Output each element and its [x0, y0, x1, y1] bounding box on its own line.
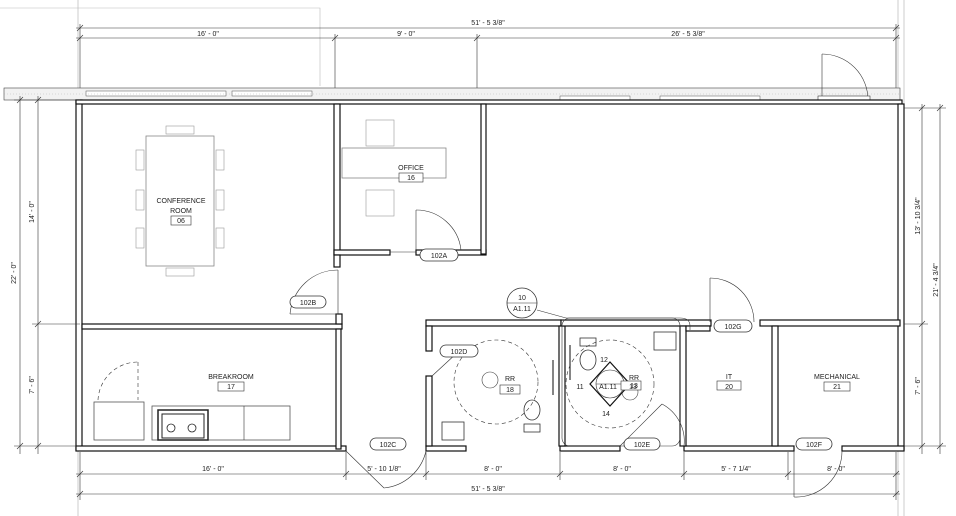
interior-elevation-marker [589, 361, 631, 407]
top-dimension-strings [76, 24, 900, 88]
dim-top-seg3: 26' - 5 3/8" [671, 31, 705, 38]
room-name-mechanical: MECHANICAL [814, 374, 860, 381]
room-number-breakroom: 17 [227, 384, 235, 391]
section-callout [506, 287, 691, 447]
room-number-rr1: 18 [506, 387, 514, 394]
dim-right-lower: 7' - 6" [915, 377, 922, 395]
left-dimension-strings [14, 96, 80, 454]
room-name-rr2: RR [629, 375, 639, 382]
room-number-boxes [170, 172, 851, 395]
dim-bottom-seg3: 8' - 0" [484, 466, 502, 473]
room-name-breakroom: BREAKROOM [208, 374, 254, 381]
conference-table [135, 125, 225, 277]
room-number-office: 16 [407, 175, 415, 182]
dim-left-overall: 22' - 0" [11, 262, 18, 284]
elevation-marker-n: 12 [600, 357, 608, 364]
dim-top-seg2: 9' - 0" [397, 31, 415, 38]
room-number-mechanical: 21 [833, 384, 841, 391]
dim-top-overall: 51' - 5 3/8" [471, 20, 505, 27]
office-walls [333, 103, 487, 268]
door-tag-102b: 102B [300, 300, 317, 307]
dim-bottom-seg5: 5' - 7 1/4" [721, 466, 751, 473]
door-tag-102c: 102C [380, 442, 397, 449]
room-number-it: 20 [725, 384, 733, 391]
elevation-marker-s: 14 [602, 411, 610, 418]
right-dimension-strings [904, 104, 946, 454]
room-number-rr2: 13 [630, 383, 638, 390]
office-desk [341, 119, 447, 217]
door-tag-102a: 102A [431, 253, 448, 260]
elevation-marker-e: 13 [629, 384, 637, 391]
dim-top-seg1: 16' - 0" [197, 31, 219, 38]
door-tag-102g: 102G [724, 324, 741, 331]
dim-bottom-seg6: 8' - 0" [827, 466, 845, 473]
elevation-marker-sheet: A1.11 [599, 384, 617, 391]
dim-left-upper: 14' - 0" [29, 201, 36, 223]
breakroom-counter [93, 361, 291, 441]
door-tag-102e: 102E [634, 442, 651, 449]
breakroom-walls [81, 269, 343, 450]
dim-bottom-overall: 51' - 5 3/8" [471, 486, 505, 493]
section-callout-sheet: A1.11 [513, 306, 531, 313]
dim-right-upper: 13' - 10 3/4" [915, 197, 922, 235]
door-tag-102f: 102F [806, 442, 822, 449]
door-tag-102d: 102D [451, 349, 468, 356]
room-name-it: IT [726, 374, 733, 381]
room-name-conference-2: ROOM [170, 208, 192, 215]
section-callout-number: 10 [518, 295, 526, 302]
door-tag-pills [289, 248, 833, 451]
restroom-fixtures [441, 331, 677, 441]
room-name-office: OFFICE [398, 165, 424, 172]
room-number-conference: 06 [177, 218, 185, 225]
dim-left-lower: 7' - 6" [29, 376, 36, 394]
dim-bottom-seg2: 5' - 10 1/8" [367, 466, 401, 473]
dim-right-overall: 21' - 4 3/4" [933, 263, 940, 297]
room-name-conference-1: CONFERENCE [156, 198, 205, 205]
elevation-marker-w: 11 [576, 384, 583, 391]
dim-bottom-seg1: 16' - 0" [202, 466, 224, 473]
room-name-rr1: RR [505, 376, 515, 383]
dim-bottom-seg4: 8' - 0" [613, 466, 631, 473]
exterior-top-wall [3, 87, 901, 101]
bottom-dimension-strings [76, 452, 900, 500]
outer-walls [75, 99, 905, 452]
